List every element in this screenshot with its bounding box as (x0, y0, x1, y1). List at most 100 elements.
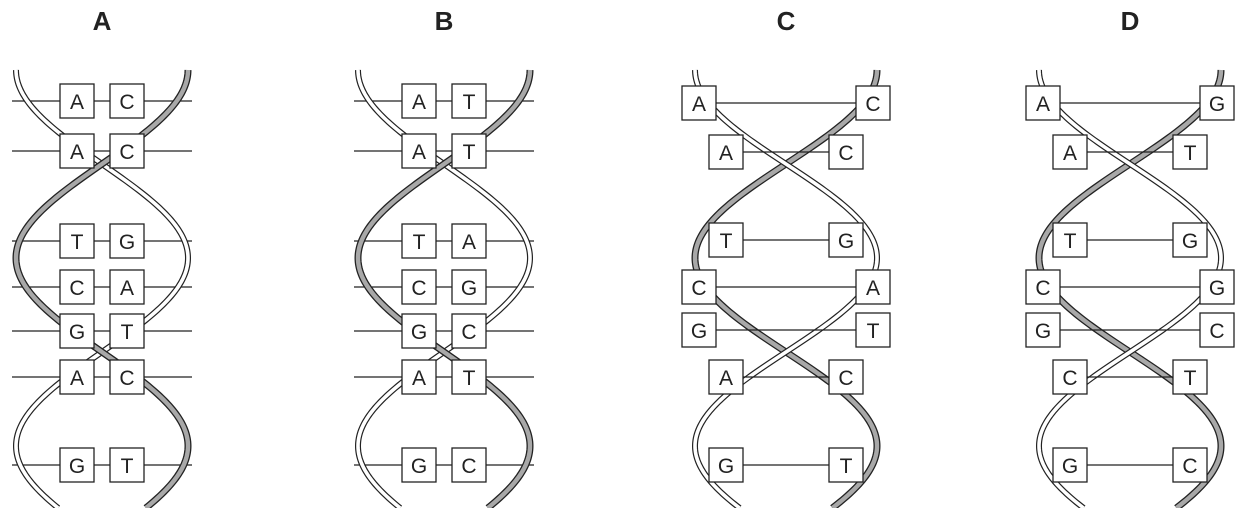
panel-c-base-left-3: T (708, 222, 744, 258)
panel-b-base-left-1: A (401, 83, 437, 119)
panel-b-base-right-1-letter: T (463, 91, 476, 114)
panel-d-base-right-4: G (1199, 269, 1235, 305)
panel-c-base-right-4: A (855, 269, 891, 305)
panel-d-base-right-3: G (1172, 222, 1208, 258)
panel-a-base-right-1-letter: C (119, 91, 134, 114)
panel-c-base-left-7-letter: G (718, 455, 734, 478)
panel-c-base-left-3-letter: T (720, 230, 733, 253)
panel-b-base-right-2-letter: T (463, 141, 476, 164)
panel-a-base-left-5: G (59, 313, 95, 349)
panel-b-strand-open (354, 69, 534, 508)
panel-a-base-left-3-letter: T (71, 231, 84, 254)
panel-d-base-right-7-letter: C (1182, 455, 1197, 478)
panel-a-base-right-4: A (109, 269, 145, 305)
panel-d-base-left-2-letter: A (1063, 142, 1077, 165)
panel-c-base-left-5: G (681, 312, 717, 348)
panel-a-base-right-2-letter: C (119, 141, 134, 164)
panel-d-base-right-5: C (1199, 312, 1235, 348)
panel-b-base-left-4-letter: C (411, 277, 426, 300)
panel-a-base-left-7-letter: G (69, 455, 85, 478)
panel-c-base-right-4-letter: A (866, 277, 880, 300)
panel-a-base-left-7: G (59, 447, 95, 483)
panel-c-base-right-1: C (855, 85, 891, 121)
panel-c-base-right-7: T (828, 447, 864, 483)
panel-b-base-left-5: G (401, 313, 437, 349)
panel-b-rungs (354, 100, 534, 466)
panel-c-base-left-7: G (708, 447, 744, 483)
panel-d-base-left-3-letter: T (1064, 230, 1077, 253)
panel-d-base-right-5-letter: C (1209, 320, 1224, 343)
panel-b-strand-shaded (354, 69, 534, 508)
panel-b-base-right-4-letter: G (461, 277, 477, 300)
panel-a-base-right-6-letter: C (119, 367, 134, 390)
panel-c-base-right-2: C (828, 134, 864, 170)
panel-b-base-left-7-letter: G (411, 455, 427, 478)
panel-a-base-right-2: C (109, 133, 145, 169)
panel-b-base-left-2: A (401, 133, 437, 169)
panel-d-base-right-6-letter: T (1184, 367, 1197, 390)
panel-d-base-left-4: C (1025, 269, 1061, 305)
panel-c-base-left-6-letter: A (719, 367, 733, 390)
panel-d-base-left-6-letter: C (1062, 367, 1077, 390)
panel-a-base-left-6: A (59, 359, 95, 395)
panel-c-base-left-1-letter: A (692, 93, 706, 116)
panel-c-base-left-5-letter: G (691, 320, 707, 343)
panel-d-base-right-2: T (1172, 134, 1208, 170)
panel-d-base-right-6: T (1172, 359, 1208, 395)
panel-c-base-right-6: C (828, 359, 864, 395)
panel-d-base-right-1-letter: G (1209, 93, 1225, 116)
panel-d-base-left-5: G (1025, 312, 1061, 348)
panel-a-base-right-5: T (109, 313, 145, 349)
panel-b-base-left-2-letter: A (412, 141, 426, 164)
panel-a-base-right-1: C (109, 83, 145, 119)
panel-b-base-left-3: T (401, 223, 437, 259)
panel-c-base-left-2-letter: A (719, 142, 733, 165)
panel-d-base-left-6: C (1052, 359, 1088, 395)
panel-b-base-left-5-letter: G (411, 321, 427, 344)
panel-b-base-right-4: G (451, 269, 487, 305)
panel-a-base-left-2-letter: A (70, 141, 84, 164)
panel-d-label: D (1121, 6, 1140, 36)
panel-d-base-left-1-letter: A (1036, 93, 1050, 116)
panel-b-base-right-7-letter: C (461, 455, 476, 478)
panel-a-base-right-5-letter: T (121, 321, 134, 344)
panel-d-base-right-4-letter: G (1209, 277, 1225, 300)
panel-d-base-right-7: C (1172, 447, 1208, 483)
panel-d-base-left-3: T (1052, 222, 1088, 258)
panel-a-base-left-1: A (59, 83, 95, 119)
panel-a-strand-shaded (12, 69, 192, 508)
panel-b-label: B (435, 6, 454, 36)
panel-d-base-right-2-letter: T (1184, 142, 1197, 165)
panel-b-base-right-5-letter: C (461, 321, 476, 344)
panel-b-base-right-3: A (451, 223, 487, 259)
panel-c-base-right-1-letter: C (865, 93, 880, 116)
panel-c-base-left-4-letter: C (691, 277, 706, 300)
panel-c-base-left-4: C (681, 269, 717, 305)
panel-b-base-right-5: C (451, 313, 487, 349)
panel-c-base-left-1: A (681, 85, 717, 121)
panel-b-base-left-7: G (401, 447, 437, 483)
panel-a-base-left-4: C (59, 269, 95, 305)
panel-d-base-left-1: A (1025, 85, 1061, 121)
panel-d-base-left-7-letter: G (1062, 455, 1078, 478)
panel-c-base-left-2: A (708, 134, 744, 170)
panel-a-base-left-4-letter: C (69, 277, 84, 300)
panel-a-label: A (93, 6, 112, 36)
panel-c-base-right-5: T (855, 312, 891, 348)
panel-a-base-right-4-letter: A (120, 277, 134, 300)
panel-c-base-left-6: A (708, 359, 744, 395)
panel-b-base-left-3-letter: T (413, 231, 426, 254)
panel-c-base-right-7-letter: T (840, 455, 853, 478)
panel-c-base-right-3: G (828, 222, 864, 258)
panel-b-base-right-3-letter: A (462, 231, 476, 254)
panel-c-base-right-3-letter: G (838, 230, 854, 253)
panel-b-base-left-1-letter: A (412, 91, 426, 114)
panel-a-base-left-1-letter: A (70, 91, 84, 114)
panel-a-base-left-5-letter: G (69, 321, 85, 344)
panel-d-base-left-2: A (1052, 134, 1088, 170)
